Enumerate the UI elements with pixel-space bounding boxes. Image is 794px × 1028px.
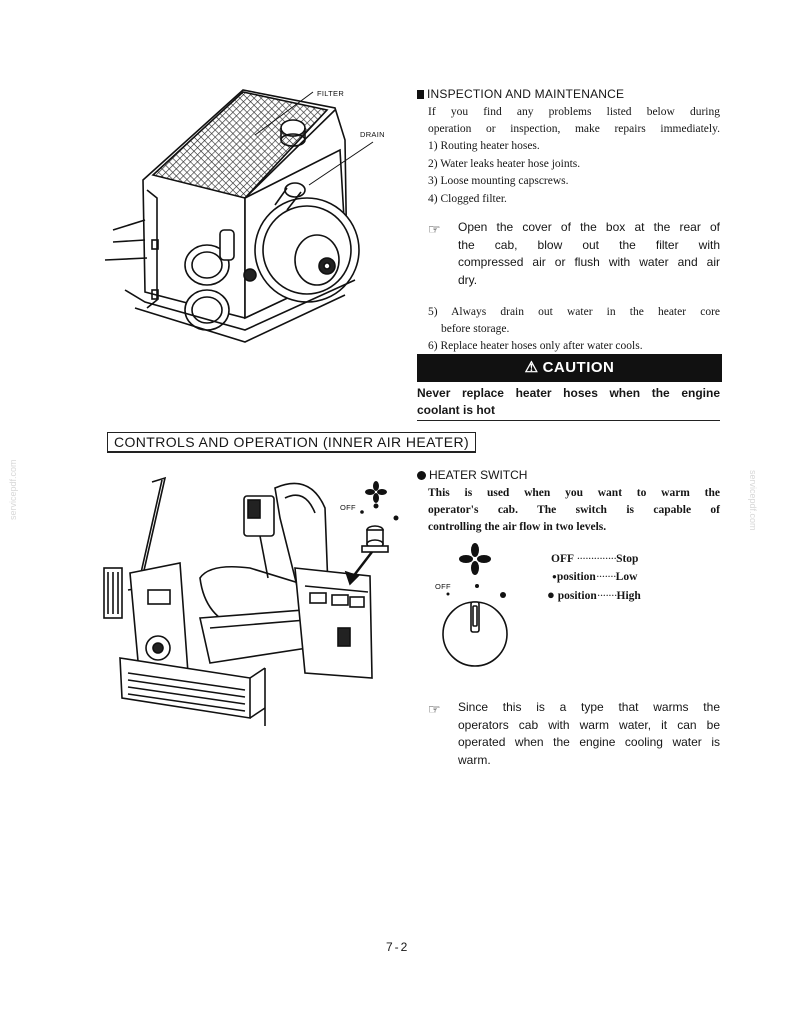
fan-icon bbox=[360, 481, 399, 521]
list-item: 1) Routing heater hoses. bbox=[428, 140, 540, 152]
switch-off-label: OFF bbox=[435, 582, 451, 591]
large-dot-icon: ● bbox=[547, 587, 555, 602]
small-dot-icon: ● bbox=[552, 572, 557, 581]
inspection-title: INSPECTION AND MAINTENANCE bbox=[417, 87, 624, 101]
list-item: before storage. bbox=[441, 323, 510, 335]
heater-switch-title: HEATER SWITCH bbox=[417, 468, 527, 482]
heater-unit-illustration: FILTER DRAIN bbox=[104, 89, 385, 343]
low-dot bbox=[475, 584, 479, 588]
page-number: 7-2 bbox=[386, 940, 410, 954]
list-item: 2) Water leaks heater hose joints. bbox=[428, 157, 581, 170]
warning-triangle-icon: ⚠ bbox=[524, 359, 539, 376]
heater-switch-description: This is used when you want to warm the o… bbox=[428, 487, 720, 533]
pointing-hand-icon: ☞ bbox=[428, 701, 441, 717]
legend-row-high: ● position·······High bbox=[547, 587, 641, 602]
list-item: 5) Always drain out water in the heater … bbox=[428, 306, 720, 318]
caution-divider bbox=[417, 420, 720, 421]
filter-cleaning-note: ☞ Open the cover of the box at the rear … bbox=[428, 220, 720, 287]
pointing-hand-icon: ☞ bbox=[428, 221, 441, 237]
inspection-list-continued: 5) Always drain out water in the heater … bbox=[428, 304, 720, 355]
cab-off-label: OFF bbox=[340, 503, 356, 512]
off-dot bbox=[446, 592, 450, 596]
caution-text: Never replace heater hoses when the engi… bbox=[417, 386, 720, 417]
legend-row-off: OFF ··············Stop bbox=[551, 553, 639, 565]
fan-icon bbox=[459, 543, 491, 575]
operator-cab-illustration: OFF bbox=[103, 476, 399, 726]
watermark-right: servicepdf.com bbox=[748, 470, 758, 531]
list-item: 6) Replace heater hoses only after water… bbox=[428, 340, 643, 352]
legend-row-low: ●position·······Low bbox=[552, 571, 638, 583]
filter-label: FILTER bbox=[317, 89, 344, 98]
controls-section-heading: CONTROLS AND OPERATION (INNER AIR HEATER… bbox=[107, 432, 477, 453]
drain-label: DRAIN bbox=[360, 130, 385, 139]
list-item: 4) Clogged filter. bbox=[428, 192, 507, 205]
warm-water-note: ☞ Since this is a type that warms the op… bbox=[428, 700, 720, 767]
list-item: 3) Loose mounting capscrews. bbox=[428, 175, 569, 187]
high-dot bbox=[500, 592, 506, 598]
watermark-left: servicepdf.com bbox=[8, 459, 18, 520]
heater-switch-diagram: OFF bbox=[435, 543, 508, 667]
inspection-intro-line1: If you find any problems listed below du… bbox=[428, 106, 720, 118]
switch-position-legend: OFF ··············Stop ●position·······L… bbox=[547, 551, 641, 605]
inspection-intro-line2: operation or inspection, make repairs im… bbox=[428, 123, 720, 135]
caution-banner: ⚠CAUTION bbox=[417, 354, 722, 382]
inspection-list: 1) Routing heater hoses. 2) Water leaks … bbox=[428, 138, 580, 208]
